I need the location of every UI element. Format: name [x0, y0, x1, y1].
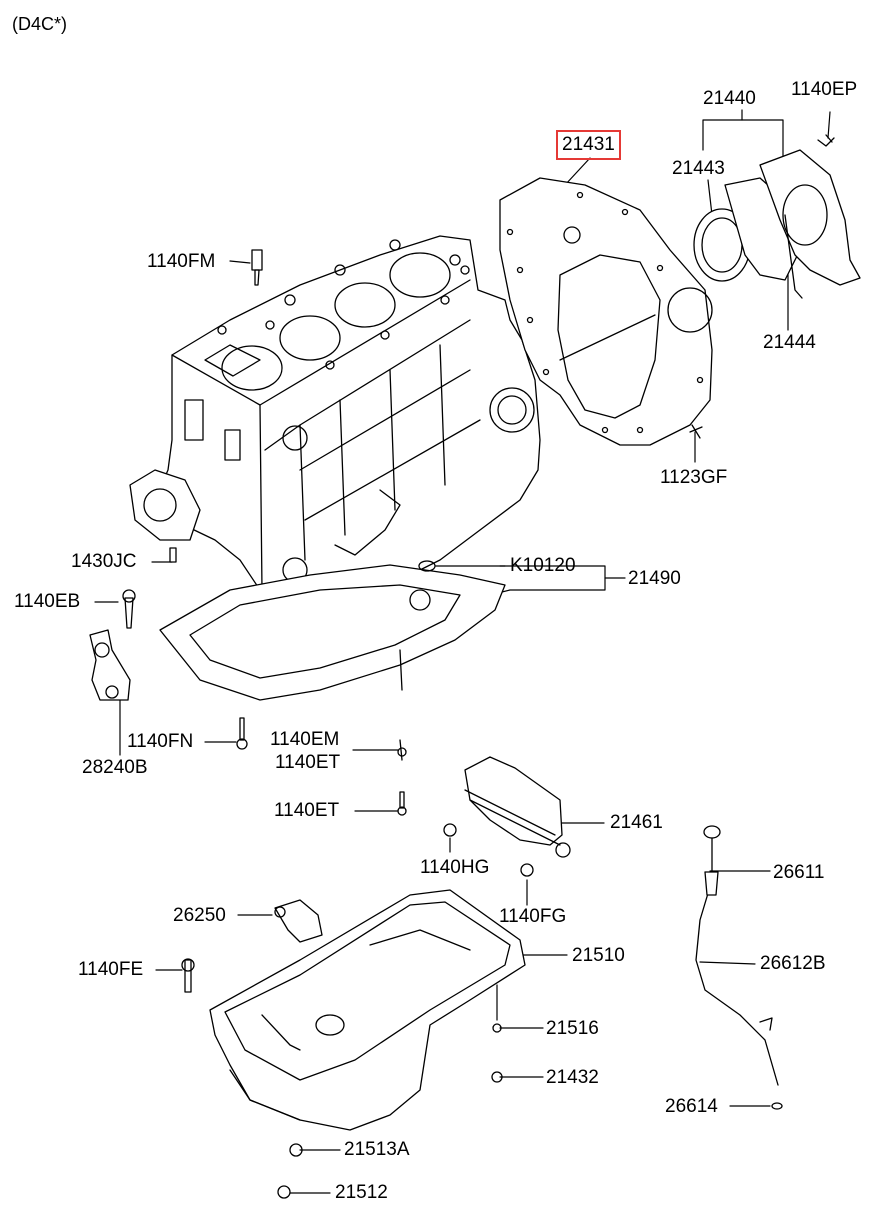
- part-label-1140EB[interactable]: 1140EB: [14, 591, 81, 612]
- part-label-1140EM[interactable]: 1140EM: [270, 729, 340, 750]
- part-label-26612B[interactable]: 26612B: [760, 953, 826, 974]
- part-label-1123GF[interactable]: 1123GF: [660, 467, 728, 488]
- model-code-label: (D4C*): [12, 14, 68, 34]
- part-label-21431[interactable]: 21431: [556, 130, 621, 160]
- leader-lines: [94, 109, 831, 1194]
- part-label-1140FM[interactable]: 1140FM: [147, 251, 216, 272]
- ladder-frame: [122, 547, 506, 761]
- part-label-26611[interactable]: 26611: [773, 862, 825, 883]
- guide-tube: [274, 899, 323, 943]
- part-label-1140ET-2[interactable]: 1140ET: [274, 800, 340, 821]
- part-label-1430JC[interactable]: 1430JC: [71, 551, 137, 572]
- part-label-28240B[interactable]: 28240B: [82, 757, 148, 778]
- part-label-21443[interactable]: 21443: [672, 158, 725, 179]
- part-label-1140FG[interactable]: 1140FG: [499, 906, 567, 927]
- part-label-21516[interactable]: 21516: [546, 1018, 599, 1039]
- part-label-21461[interactable]: 21461: [610, 812, 663, 833]
- part-label-21440[interactable]: 21440: [703, 88, 756, 109]
- bolts: [181, 249, 534, 1199]
- part-label-1140FN[interactable]: 1140FN: [127, 731, 194, 752]
- oil-baffle: [464, 756, 571, 858]
- oil-strainer: [89, 629, 131, 701]
- part-label-21432[interactable]: 21432: [546, 1067, 599, 1088]
- part-label-21490[interactable]: 21490: [628, 568, 681, 589]
- part-label-1140EP[interactable]: 1140EP: [791, 79, 858, 100]
- oil-pan: [209, 889, 526, 1131]
- part-label-21513A[interactable]: 21513A: [344, 1139, 410, 1160]
- engine-block: [129, 235, 541, 616]
- rear-plate: [499, 177, 713, 446]
- dipstick-assembly: [695, 825, 783, 1110]
- part-label-26250[interactable]: 26250: [173, 905, 226, 926]
- part-label-1140FE[interactable]: 1140FE: [78, 959, 144, 980]
- part-label-21444[interactable]: 21444: [763, 332, 816, 353]
- part-label-21512[interactable]: 21512: [335, 1182, 388, 1203]
- part-label-K10120[interactable]: K10120: [510, 555, 576, 576]
- part-label-26614[interactable]: 26614: [665, 1096, 718, 1117]
- part-label-21510[interactable]: 21510: [572, 945, 625, 966]
- part-label-1140HG[interactable]: 1140HG: [420, 857, 490, 878]
- part-label-1140ET[interactable]: 1140ET: [275, 752, 341, 773]
- rear-seal-assembly: [689, 134, 861, 439]
